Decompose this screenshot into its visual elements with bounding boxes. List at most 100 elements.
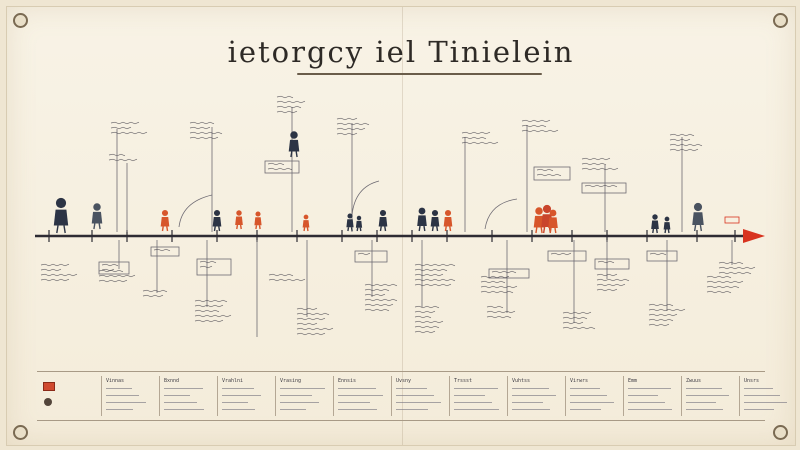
note-text-line [480,275,510,279]
person-figure-icon-leg [306,227,309,232]
note-text-line [296,322,318,326]
person-figure-icon-leg [379,226,382,232]
person-figure-icon-leg [431,226,434,232]
legend-text-line [106,395,139,396]
legend-text-line [570,395,607,396]
legend-text-line [686,388,722,389]
event-label-box [594,258,630,270]
legend-text-line [744,395,780,396]
note-text-line [364,298,398,302]
legend-text-line [280,388,325,389]
legend-text-line [222,395,261,396]
note-text-line [584,184,618,188]
person-figure-icon-body [288,139,300,152]
note-text-line [296,312,330,316]
legend-text-line [570,409,601,410]
legend-column: Emm [623,376,680,416]
note-text-line [706,290,732,294]
note-text-line [562,311,592,315]
person-figure-icon-head [55,197,67,209]
person-figure-icon-head [290,131,298,139]
person-figure-icon-body [355,220,363,228]
note-text-line [414,268,448,272]
note-text-line [648,313,678,317]
person-figure-icon-head [379,209,387,217]
paper-fold [402,7,403,445]
note-text-line [364,303,394,307]
person-figure-icon-head [303,214,309,220]
note-text-line [669,143,703,147]
note-text-line [296,332,326,336]
legend-text-line [396,388,427,389]
red-arrow-icon [743,229,765,243]
person-figure-icon-body [254,217,262,226]
note-text-line [669,138,691,142]
person-figure-icon-body [692,212,704,225]
person-figure-icon-head [444,209,452,217]
person-figure-icon-body [430,216,440,227]
legend-text-line [396,402,441,403]
person-figure-icon-head [664,216,670,222]
note-text-line [98,279,128,283]
note-text-line [596,288,618,292]
person-figure-icon-head [347,213,353,219]
note-text-line [461,136,487,140]
person-figure-icon-head [535,207,543,215]
note-text-line [706,275,732,279]
note-text-line [596,273,618,277]
event-label-box [646,250,678,262]
legend-text-line [512,395,556,396]
note-text-line [414,278,456,282]
legend-column-title: Vrasing [280,378,302,384]
legend-text-line [454,388,498,389]
legend-text-line [744,409,774,410]
legend-text-line [512,409,550,410]
note-text-line [486,310,516,314]
person-figure-icon-leg [56,225,59,234]
note-text-line [40,278,70,282]
note-text-line [648,308,686,312]
note-text-line [336,117,358,121]
note-text-line [648,323,670,327]
note-text-line [414,330,436,334]
person-figure-icon-leg [295,151,298,158]
person-figure-icon-leg [347,227,350,232]
legend-column: Unsrs [739,376,795,416]
person-figure-icon-leg [664,229,667,234]
note-text-line [336,132,358,136]
note-text-line [189,136,219,140]
note-text-line [268,273,294,277]
person-figure-icon-body [651,220,659,229]
person-figure-icon-head [161,209,169,217]
note-text-line [101,263,119,267]
note-text-line [194,299,228,303]
note-text-line [550,252,572,256]
note-text-line [414,273,444,277]
pushpin-icon [773,425,788,440]
note-text-line [581,162,607,166]
legend-text-line [628,402,665,403]
legend-column-title: Vrahlni [222,378,244,384]
note-text-line [101,268,115,272]
note-text-line [40,263,70,267]
legend-column: Uvsny [391,376,448,416]
note-text-line [40,268,62,272]
note-text-line [486,315,512,319]
note-text-line [461,131,491,135]
note-text-line [336,127,366,131]
note-text-line [364,308,390,312]
note-text-line [194,319,224,323]
legend-text-line [686,402,716,403]
legend-column: Trssst [449,376,506,416]
note-text-line [521,124,547,128]
person-figure-icon-leg [258,225,261,230]
legend-column-title: Unsrs [744,378,760,384]
note-text-line [486,305,504,309]
note-text-line [536,173,562,177]
person-figure-icon-leg [166,226,169,232]
legend-text-line [338,409,377,410]
note-text-line [562,326,596,330]
arrow-label-box [724,216,740,224]
event-label-box [354,250,388,263]
person-figure-icon-leg [542,226,546,234]
